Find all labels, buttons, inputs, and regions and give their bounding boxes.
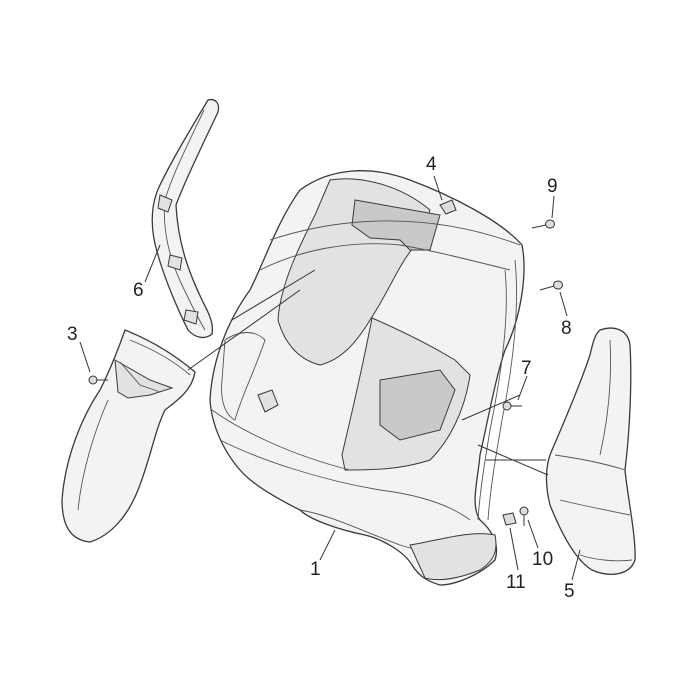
assembly-lines xyxy=(187,269,549,476)
callout-leaders xyxy=(79,175,581,581)
nut-11 xyxy=(502,512,517,526)
callout-6: 6 xyxy=(133,280,144,301)
callout-1: 1 xyxy=(310,559,321,580)
screw-10 xyxy=(519,506,529,526)
callout-7: 7 xyxy=(521,358,532,379)
left-lower-panel-part xyxy=(61,329,196,543)
screw-8 xyxy=(539,280,563,291)
screw-3 xyxy=(88,375,108,385)
callout-10: 10 xyxy=(532,549,553,570)
callout-4: 4 xyxy=(426,154,437,175)
callout-labels: 1 3 4 5 6 7 8 9 10 11 xyxy=(67,154,575,602)
callout-3: 3 xyxy=(67,324,78,345)
screw-9 xyxy=(531,219,555,229)
fasteners xyxy=(88,199,563,526)
screw-7 xyxy=(502,401,522,411)
clip-4 xyxy=(439,199,457,215)
upper-left-trim-part xyxy=(151,98,220,339)
front-shield-part xyxy=(209,170,525,586)
callout-5: 5 xyxy=(564,581,575,602)
right-lower-panel-part xyxy=(545,327,636,575)
callout-8: 8 xyxy=(561,318,572,339)
callout-9: 9 xyxy=(547,176,558,197)
callout-11: 11 xyxy=(506,572,526,593)
